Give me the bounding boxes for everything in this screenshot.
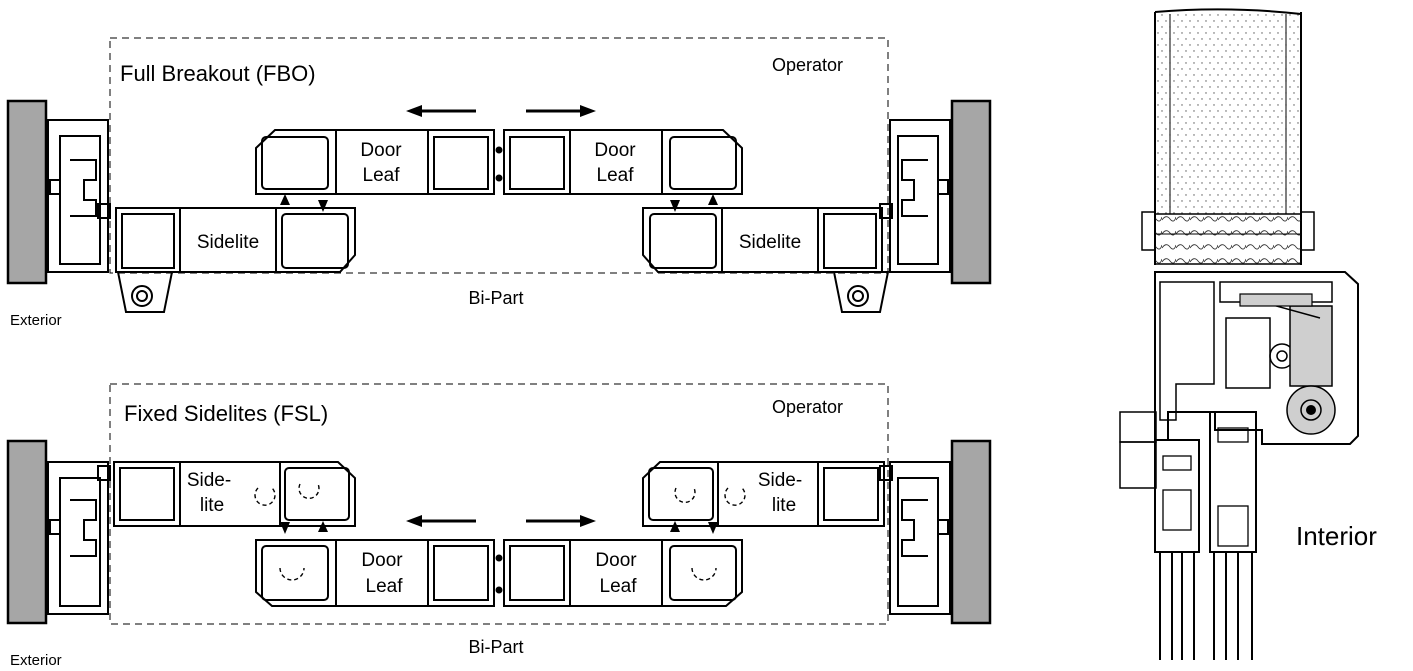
- center-seals: [495, 554, 503, 594]
- opening-arrows: [406, 105, 596, 117]
- left-wall: [6, 99, 48, 285]
- right-wall: [950, 99, 992, 285]
- fsl-left-sidelite-label-2: lite: [200, 495, 224, 516]
- fsl-right-leaf-label-1: Door: [595, 550, 637, 571]
- fsl-right-leaf-label-2: Leaf: [600, 576, 638, 597]
- left-pivot: [116, 271, 174, 313]
- fsl-bipart-label: Bi-Part: [468, 637, 523, 657]
- fbo-left-sidelite-label: Sidelite: [197, 232, 259, 253]
- fbo-left-leaf-label-2: Leaf: [363, 165, 401, 186]
- fbo-bipart-label: Bi-Part: [468, 288, 523, 308]
- left-wall: [6, 439, 48, 625]
- fsl-plan: Fixed Sidelites (FSL) Operator Side- lit…: [6, 383, 992, 669]
- wood-blocking: [1154, 213, 1302, 265]
- fbo-exterior-label: Exterior: [10, 312, 62, 329]
- right-sidelite-panel: [642, 207, 883, 273]
- fsl-exterior-label: Exterior: [10, 652, 62, 669]
- left-sidelite-panel: [115, 207, 356, 273]
- side-bracket: [1119, 411, 1157, 489]
- fsl-title: Fixed Sidelites (FSL): [124, 401, 328, 426]
- header-section-view: Interior: [1119, 8, 1377, 660]
- operator-outline: [109, 383, 889, 625]
- left-jamb: [47, 461, 111, 615]
- fbo-left-leaf-label-1: Door: [360, 140, 402, 161]
- right-pivot: [832, 271, 890, 313]
- fbo-right-sidelite-label: Sidelite: [739, 232, 801, 253]
- left-door-leaf-panel: [255, 539, 495, 607]
- fsl-left-sidelite-label-1: Side-: [187, 470, 231, 491]
- fbo-right-leaf-label-1: Door: [594, 140, 636, 161]
- right-jamb: [879, 461, 951, 615]
- right-wall: [950, 439, 992, 625]
- pivot-markers: [280, 194, 718, 212]
- fsl-left-leaf-label-1: Door: [361, 550, 403, 571]
- fbo-plan: Full Breakout (FBO) Operator Door Leaf D…: [6, 37, 992, 329]
- operator-header-profile: [1154, 271, 1359, 445]
- fsl-right-sidelite-label-2: lite: [772, 495, 796, 516]
- fsl-right-sidelite-label-1: Side-: [758, 470, 802, 491]
- fbo-title: Full Breakout (FBO): [120, 61, 316, 86]
- fsl-operator-label: Operator: [772, 397, 843, 417]
- fsl-left-leaf-label-2: Leaf: [366, 576, 404, 597]
- door-stiles: [1154, 411, 1257, 660]
- right-door-leaf-panel: [503, 129, 743, 195]
- right-jamb: [879, 119, 951, 273]
- interior-label: Interior: [1296, 521, 1377, 551]
- fbo-right-leaf-label-2: Leaf: [597, 165, 635, 186]
- center-seals: [495, 146, 503, 182]
- pivot-markers: [280, 521, 718, 534]
- fbo-operator-label: Operator: [772, 55, 843, 75]
- concrete-header: [1141, 8, 1315, 265]
- operator-outline: [109, 37, 889, 274]
- left-jamb: [47, 119, 111, 273]
- opening-arrows: [406, 515, 596, 527]
- right-door-leaf-panel: [503, 539, 743, 607]
- left-door-leaf-panel: [255, 129, 495, 195]
- left-sidelite-panel: [113, 461, 356, 527]
- right-sidelite-panel: [642, 461, 885, 527]
